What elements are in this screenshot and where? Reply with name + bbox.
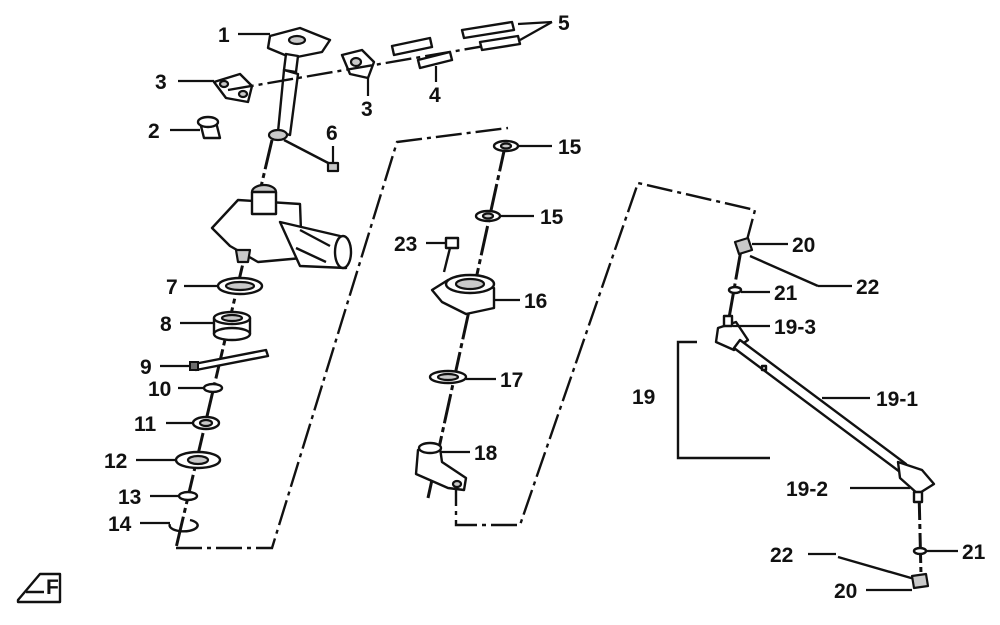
part-13-washer [177, 490, 199, 502]
callout-2: 2 [148, 120, 160, 143]
column-to-pinion-link-line [176, 126, 509, 550]
part-4-sleeve [416, 50, 454, 70]
part-23-bolt [442, 236, 460, 273]
callout-7: 7 [166, 276, 178, 299]
callout-21-lower: 21 [962, 541, 986, 564]
callout-16: 16 [524, 290, 547, 313]
part-20-upper-nut [733, 236, 754, 256]
callout-19-1: 19-1 [876, 388, 918, 411]
callout-15-lower: 15 [540, 206, 564, 229]
callout-15-upper: 15 [558, 136, 582, 159]
pinion-axis-line [426, 141, 508, 499]
callout-21-upper: 21 [774, 282, 798, 305]
callout-18: 18 [474, 442, 498, 465]
part-7-ring [216, 276, 264, 296]
leader-lines [136, 20, 958, 592]
part-15-lower-bearing [474, 209, 502, 223]
callout-12: 12 [104, 450, 127, 473]
callout-5: 5 [558, 12, 570, 35]
callout-19: 19 [632, 386, 655, 409]
part-3-holder-right [340, 48, 376, 80]
lower-tierod-axis [917, 489, 923, 576]
callout-19-3: 19-3 [774, 316, 816, 339]
part-5-bolts [390, 20, 522, 57]
part-14-circlip [168, 518, 199, 533]
part-11-bearing [191, 415, 221, 431]
part-17-oil-seal [428, 369, 468, 385]
callout-17: 17 [500, 369, 523, 392]
callout-8: 8 [160, 313, 172, 336]
callout-6: 6 [326, 122, 338, 145]
part-15-upper-bearing [492, 139, 520, 153]
part-21-lower-washer [912, 546, 928, 556]
callout-20-upper: 20 [792, 234, 815, 257]
callout-20-lower: 20 [834, 580, 857, 603]
part-10-washer [202, 382, 224, 394]
pinion-assembly [414, 139, 757, 527]
callout-22-lower: 22 [770, 544, 793, 567]
part-22-lower-pin [837, 555, 919, 582]
callout-14: 14 [108, 513, 132, 536]
callout-11: 11 [134, 413, 157, 436]
upper-tierod-axis [727, 249, 743, 319]
part-18-pitman-arm [414, 441, 468, 492]
part-6-bolt [283, 138, 340, 173]
part-12-dust-cover [174, 450, 222, 470]
tie-rod-assembly [676, 236, 936, 590]
front-letter-f: F [46, 576, 59, 599]
pinion-to-tierod-link-line [454, 181, 757, 527]
callout-3-left: 3 [155, 71, 167, 94]
part-2-bushing [196, 115, 222, 140]
callout-10: 10 [148, 378, 171, 401]
callout-22-upper: 22 [856, 276, 879, 299]
callout-9: 9 [140, 356, 152, 379]
part-20-lower-nut [910, 572, 930, 590]
part-19-bracket [676, 340, 770, 460]
front-direction-icon: F [16, 572, 62, 604]
column-lower-collar [267, 128, 289, 142]
callout-labels: 1 3 2 3 4 5 6 7 8 9 10 11 12 13 14 15 15… [104, 12, 986, 603]
part-16-housing [430, 273, 496, 316]
part-8-seal [212, 310, 252, 342]
steering-column-assembly [168, 20, 522, 550]
part-19-2-lower-end [896, 460, 936, 504]
callout-4: 4 [429, 84, 441, 107]
part-9-cable-tie [189, 348, 270, 372]
callout-3-right: 3 [361, 98, 373, 121]
callout-23: 23 [394, 233, 417, 256]
callout-13: 13 [118, 486, 141, 509]
steering-gearbox [210, 183, 353, 270]
part-22-upper-pin [749, 254, 819, 288]
callout-1: 1 [218, 24, 230, 47]
holder-tie-line [227, 38, 521, 92]
part-1-top-bracket [266, 26, 332, 74]
callout-19-2: 19-2 [786, 478, 828, 501]
steering-column-shaft [276, 68, 300, 137]
part-21-upper-washer [727, 285, 743, 295]
